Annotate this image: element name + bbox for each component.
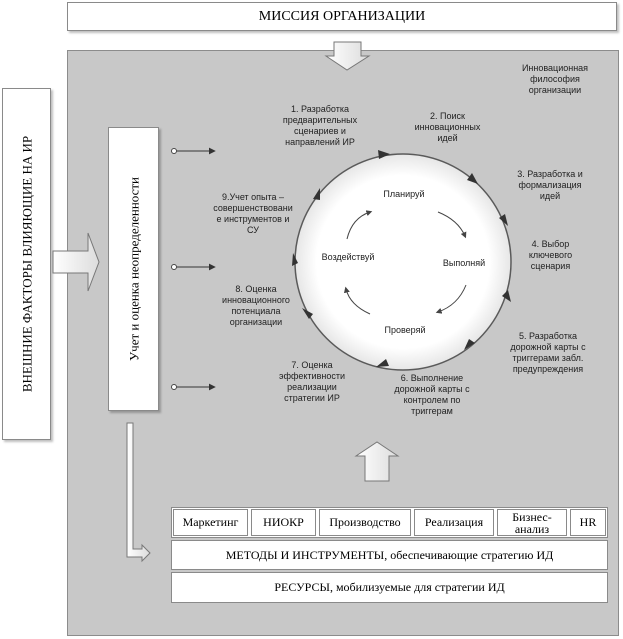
circle-arrowheads: [292, 150, 511, 367]
external-right-arrow: [52, 232, 100, 292]
mission-box: МИССИЯ ОРГАНИЗАЦИИ: [67, 2, 617, 31]
step-6: 6. Выполнение дорожной карты с контролем…: [394, 373, 470, 416]
circle-arrow-4: [502, 290, 511, 302]
cycle-execute: Выполняй: [442, 258, 486, 268]
methods-bar: МЕТОДЫ И ИНСТРУМЕНТЫ, обеспечивающие стр…: [171, 540, 608, 570]
functions-up-arrow: [354, 441, 400, 482]
step-7: 7. Оценка эффективности реализации страт…: [278, 360, 345, 403]
cycle-check: Проверяй: [384, 325, 426, 335]
step-1: 1. Разработка предварительных сценариев …: [282, 104, 358, 147]
step-4: 4. Выбор ключевого сценария: [528, 239, 573, 271]
function-marketing: Маркетинг: [173, 509, 248, 536]
inner-arc-execute: [435, 284, 467, 314]
function-hr: HR: [570, 509, 606, 536]
circle-arrow-9: [313, 188, 320, 200]
step-5: 5. Разработка дорожной карты с триггерам…: [510, 331, 586, 374]
philosophy-label: Инновационная философия организации: [521, 63, 589, 95]
circle-arrow-3: [499, 214, 508, 226]
step-2: 2. Поиск инновационных идей: [414, 111, 481, 143]
circle-arrow-7: [302, 308, 313, 319]
circle-arrow-6: [376, 359, 389, 367]
uncertainty-box: Учет и оценка неопределенности: [108, 127, 159, 411]
function-realization: Реализация: [414, 509, 494, 536]
external-factors-box: ВНЕШНИЕ ФАКТОРЫ ВЛИЯЮЩИЕ НА ИР: [2, 88, 51, 440]
function-production: Производство: [319, 509, 411, 536]
mission-label: МИССИЯ ОРГАНИЗАЦИИ: [258, 8, 426, 24]
circle-arrow-2: [467, 173, 478, 184]
uncertainty-down-right-arrow: [126, 422, 151, 563]
uncertainty-connectors: [171, 147, 216, 391]
step-3: 3. Разработка и формализация идей: [517, 169, 583, 201]
functions-row: [171, 507, 608, 538]
step-9: 9.Учет опыта – совершенствовани е инстру…: [213, 192, 293, 235]
cycle-act: Воздействуй: [321, 252, 375, 262]
circle-arrow-8: [292, 253, 298, 266]
function-business-analysis: Бизнес-анализ: [497, 509, 567, 536]
circle-arrow-5: [464, 339, 475, 350]
inner-arc-act: [346, 210, 373, 240]
resources-bar: РЕСУРСЫ, мобилизуемые для стратегии ИД: [171, 572, 608, 603]
function-niokr: НИОКР: [251, 509, 316, 536]
cycle-plan: Планируй: [383, 189, 425, 199]
inner-arc-check: [343, 286, 371, 315]
circle-arrow-1: [378, 150, 390, 159]
inner-arc-plan: [437, 211, 467, 239]
step-8: 8. Оценка инновационного потенциала орга…: [222, 284, 290, 327]
